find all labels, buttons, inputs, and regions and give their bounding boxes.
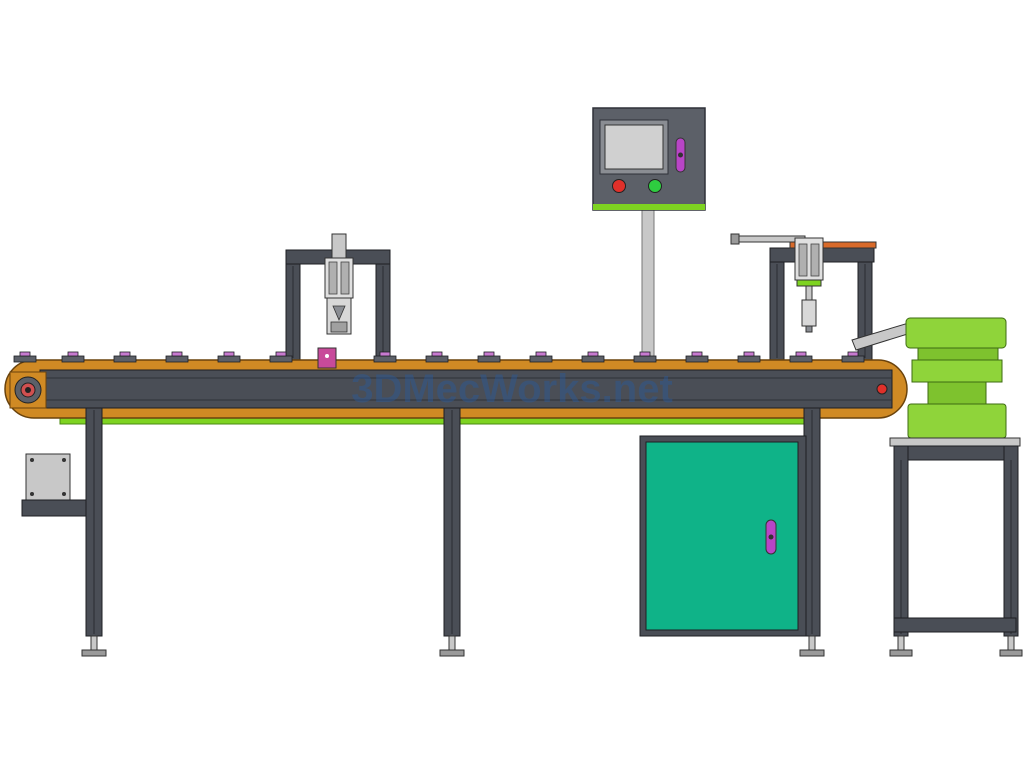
stand-top-plate	[889, 437, 1021, 447]
motor-box	[25, 453, 71, 501]
red-stop-button	[612, 179, 626, 193]
left-gantry	[285, 233, 391, 361]
conveyor-frame-body	[39, 369, 893, 409]
hmi-screen	[604, 124, 664, 170]
stand-top-frame	[893, 445, 1017, 461]
conveyor	[4, 347, 908, 425]
right-gantry-top-rail	[789, 241, 877, 249]
green-start-button	[648, 179, 662, 193]
feeder-base-neck	[927, 381, 987, 405]
right-gantry-tool-head	[801, 299, 817, 327]
motor-bracket	[21, 499, 87, 517]
feeder-base	[907, 403, 1007, 439]
idler-pulley	[876, 383, 888, 395]
drive-motor	[21, 453, 87, 517]
bowl-feeder	[905, 317, 1007, 439]
feeder-stand	[889, 437, 1023, 657]
panel-handle-knob	[678, 152, 683, 158]
conveyor-legs	[81, 407, 825, 657]
right-gantry-tool-shaft	[805, 285, 813, 301]
right-gantry	[730, 233, 877, 361]
feeder-bowl-top	[905, 317, 1007, 349]
watermark-text: 3DMecWorks.net	[351, 367, 673, 411]
stand-bottom-frame	[893, 617, 1017, 633]
pallet-fixtures	[13, 351, 865, 363]
feeder-bowl-body	[911, 359, 1003, 383]
control-panel	[592, 107, 706, 359]
control-panel-bottom-strip	[593, 204, 705, 210]
control-panel-pole	[641, 209, 655, 359]
electrical-cabinet	[639, 435, 807, 637]
feeder-bowl-lip	[917, 347, 999, 361]
right-gantry-green-indicator	[796, 279, 822, 287]
